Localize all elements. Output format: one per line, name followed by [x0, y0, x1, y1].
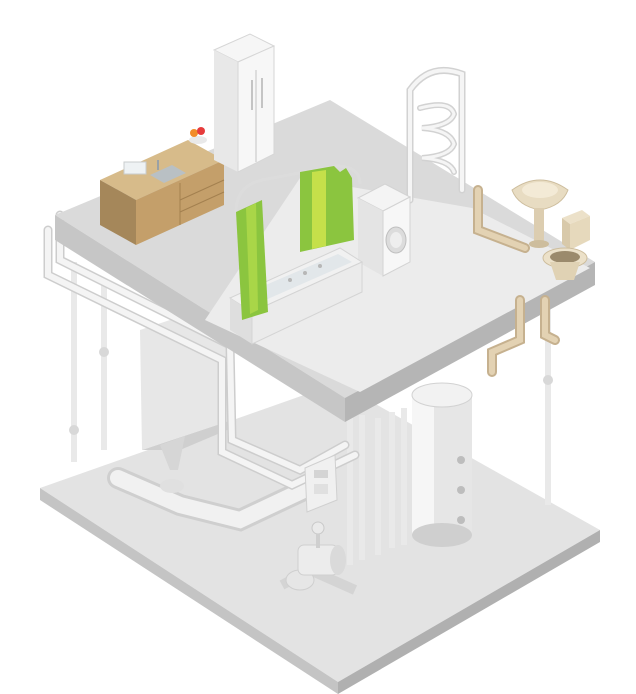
drain-pipes [473, 185, 560, 377]
water-heater-tank [411, 382, 473, 547]
washbasin [511, 179, 569, 248]
control-panel [304, 454, 338, 513]
towel-rail-radiator [406, 67, 466, 204]
kitchen-cabinet-with-sink [100, 127, 225, 245]
toilet [542, 210, 590, 280]
sewer-pipe-elbow [107, 467, 336, 532]
washing-machine [356, 183, 412, 277]
orange-icon [190, 129, 198, 137]
apple-icon [197, 127, 205, 135]
bathtub-with-green-curtain [228, 164, 364, 345]
riser-joints [69, 347, 553, 435]
refrigerator [212, 33, 276, 173]
water-pump [279, 521, 358, 595]
supply-pipes [43, 210, 360, 490]
